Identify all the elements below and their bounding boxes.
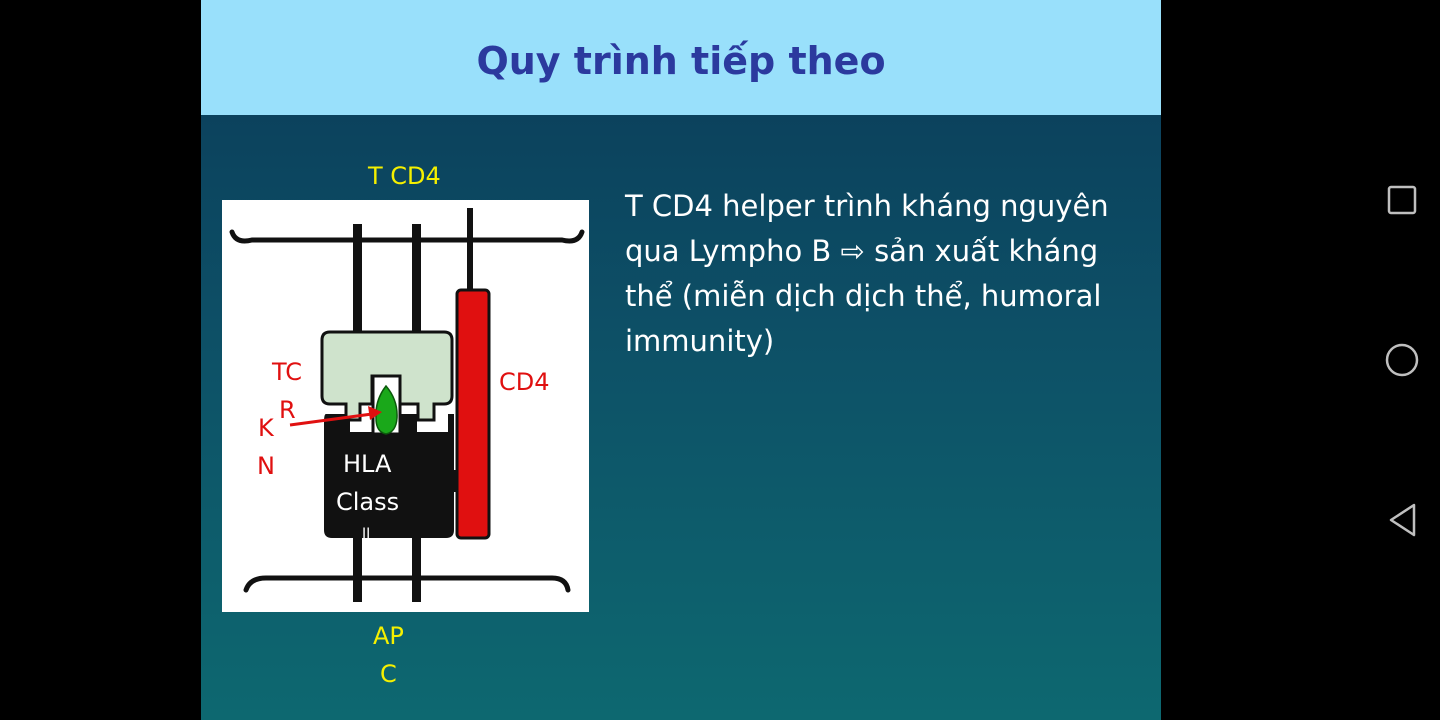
- triangle-back-icon: [1389, 503, 1416, 537]
- kn-label-line2: N: [257, 452, 275, 480]
- android-navigation-bar: [1161, 0, 1440, 720]
- back-button[interactable]: [1380, 498, 1424, 542]
- home-button[interactable]: [1380, 338, 1424, 382]
- hla-stalk-right: [412, 530, 421, 602]
- t-cell-membrane: [229, 229, 585, 244]
- cd4-label: CD4: [499, 368, 550, 396]
- circle-icon: [1385, 343, 1419, 377]
- slide-body-text: T CD4 helper trình kháng nguyên qua Lymp…: [625, 189, 1109, 358]
- kn-arrow-head: [368, 406, 382, 420]
- square-icon: [1387, 185, 1417, 215]
- antigen-peptide: [375, 384, 398, 435]
- tcr-label-line1: TC: [271, 358, 302, 386]
- cd4-molecule: [455, 288, 491, 540]
- kn-label-line1: K: [258, 414, 275, 442]
- presentation-slide: Quy trình tiếp theo T CD4: [201, 0, 1161, 720]
- immune-synapse-diagram: TC R K N CD4 HLA Class II: [222, 200, 589, 612]
- tcr-stalk-right: [412, 224, 421, 342]
- recent-apps-button[interactable]: [1380, 178, 1424, 222]
- apc-membrane: [243, 575, 571, 593]
- tcr-stalk-left: [353, 224, 362, 342]
- label-apc-line2: C: [380, 660, 397, 688]
- diagram-graphic: TC R K N CD4 HLA Class II: [229, 208, 585, 602]
- slide-title: Quy trình tiếp theo: [476, 38, 886, 83]
- hla-label-line2: Class: [336, 488, 399, 516]
- label-t-cd4: T CD4: [368, 162, 441, 190]
- tcr-label-line2: R: [279, 396, 296, 424]
- cd4-stalk: [467, 208, 473, 294]
- label-apc-line1: AP: [373, 622, 404, 650]
- hla-label-line1: HLA: [343, 450, 392, 478]
- hla-class-ii-molecule: [324, 414, 476, 538]
- kn-arrow-line: [289, 412, 373, 427]
- hla-stalk-left: [353, 530, 362, 602]
- hla-label-line3: II: [362, 526, 370, 542]
- slide-header: Quy trình tiếp theo: [201, 0, 1161, 115]
